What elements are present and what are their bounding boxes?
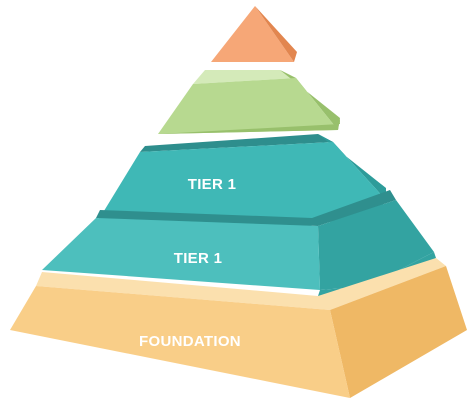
second-bottom-face [158,118,340,134]
tier1-upper-top-face [140,134,333,152]
tier1-upper-label: TIER 1 [188,176,236,193]
pyramid-tier-foundation: FOUNDATION [10,258,467,398]
second-side-face [280,70,340,130]
foundation-top-face [36,258,446,310]
second-front-face [158,78,338,134]
tier1-lower-top-face [96,190,396,226]
foundation-side-face [330,266,467,398]
apex-side-face [255,6,297,62]
foundation-front-face [10,286,350,398]
tier1-upper-front-face [96,142,386,226]
tier1-lower-front-face [42,218,320,290]
tier1-lower-label: TIER 1 [174,250,222,267]
pyramid-tier-second [158,70,340,134]
second-top-face [193,70,296,84]
apex-front-face [211,6,294,62]
pyramid-tier-apex [211,6,297,62]
foundation-label: FOUNDATION [139,333,241,350]
tier1-lower-side-face [318,200,434,290]
